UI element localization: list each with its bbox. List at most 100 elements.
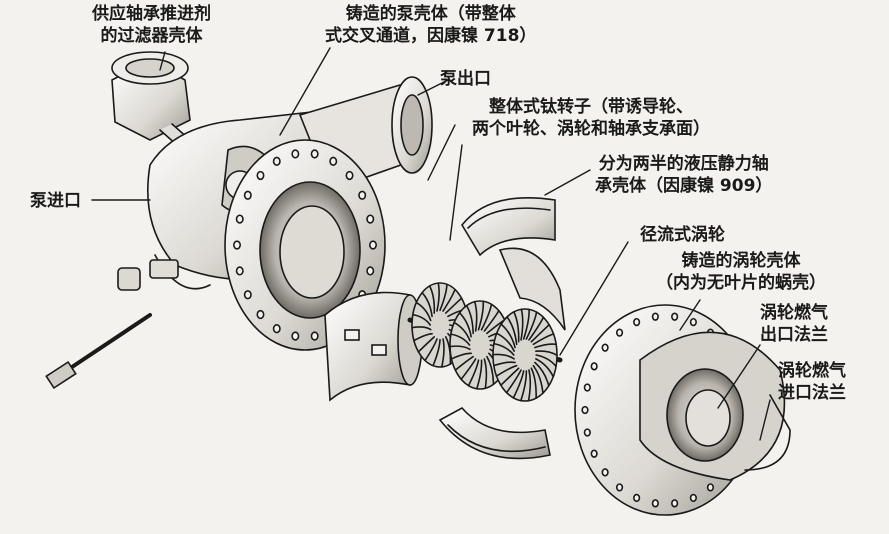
inducer-blade xyxy=(413,332,433,342)
label-gas-inlet-flange: 涡轮燃气 进口法兰 xyxy=(778,361,846,403)
impeller-blade xyxy=(483,358,488,390)
turbine-housing-part xyxy=(574,304,791,516)
turbine-wheel-blade xyxy=(512,370,525,399)
turbine-bolt-hole xyxy=(671,499,679,508)
turbine-wheel-blade xyxy=(513,311,520,343)
impeller-blade xyxy=(475,359,483,390)
inlet-fasteners xyxy=(45,259,179,390)
turbine-bolt-hole xyxy=(615,483,624,492)
turbine-wheel-blade xyxy=(493,342,515,356)
inducer-blade xyxy=(439,283,448,312)
titanium-rotor xyxy=(407,247,566,402)
flange-bolt-hole xyxy=(256,170,265,181)
turbine-bolt-hole xyxy=(633,493,641,503)
leader-lines xyxy=(91,47,771,441)
impeller-blade xyxy=(480,303,493,331)
inducer-blade xyxy=(412,313,431,326)
flange-bolt-hole xyxy=(291,331,300,341)
turbine-bolt-hole xyxy=(633,317,641,327)
turbine-wheel-blade xyxy=(530,323,550,343)
inducer-blade xyxy=(436,282,440,312)
flange-bolt-hole xyxy=(310,331,319,341)
label-titanium-rotor: 整体式钛转子（带诱导轮、 两个叶轮、涡轮和轴承支承面） xyxy=(472,97,710,139)
impeller-blade xyxy=(473,300,478,332)
turbine-wheel-blade xyxy=(532,333,555,346)
label-pump-inlet: 泵进口 xyxy=(30,191,81,211)
impeller-blade xyxy=(486,355,495,386)
impeller-blade xyxy=(454,355,474,371)
bearing-housing-lower xyxy=(438,406,551,460)
impeller-blade xyxy=(449,345,471,351)
turbine-bolt-hole xyxy=(689,493,697,503)
turbine-bolt-hole xyxy=(590,362,598,371)
turbine-wheel-blade xyxy=(534,361,550,387)
inducer-blade xyxy=(411,326,432,331)
turbine-wheel-blade xyxy=(532,364,544,394)
label-pump-outlet: 泵出口 xyxy=(440,69,491,89)
flange-bolt-hole xyxy=(310,149,319,159)
inducer-blade xyxy=(428,285,436,314)
turbine-wheel-blade xyxy=(522,308,530,340)
impeller-blade xyxy=(483,309,500,332)
turbine-wheel-blade xyxy=(495,332,515,352)
label-turbine-housing: 铸造的涡轮壳体 （内为无叶片的蜗壳） xyxy=(656,251,826,293)
flange-bolt-hole xyxy=(329,156,338,166)
turbine-wheel-blade xyxy=(535,358,555,378)
bearing-housing-upper xyxy=(461,197,556,257)
turbine-wheel-blade xyxy=(520,370,528,402)
pump-flange-part xyxy=(224,139,386,351)
flange-bolt-hole xyxy=(243,290,252,300)
turbine-wheel-blade xyxy=(530,367,537,399)
inducer-blade xyxy=(417,336,436,353)
turbine-wheel-blade xyxy=(527,369,532,402)
label-bearing-housing: 分为两半的液压静力轴 承壳体（因康镍 909） xyxy=(595,154,773,196)
impeller-blade xyxy=(453,321,471,342)
sleeve-segment xyxy=(324,291,423,402)
impeller-blade xyxy=(460,358,477,381)
turbine-wheel-blade xyxy=(506,316,518,346)
turbine-bolt-hole xyxy=(590,449,598,458)
turbine-bolt-hole xyxy=(689,317,697,327)
turbine-bolt-hole xyxy=(651,499,659,508)
impeller-blade xyxy=(458,311,472,338)
turbine-wheel-blade xyxy=(525,311,538,340)
impeller-blade xyxy=(465,304,474,335)
impeller-blade xyxy=(450,352,472,360)
impeller-blade xyxy=(450,333,471,346)
inducer-blade xyxy=(444,297,463,314)
turbine-wheel-blade xyxy=(505,369,522,394)
label-filter-housing: 供应轴承推进剂 的过滤器壳体 xyxy=(92,4,211,46)
turbine-bolt-hole xyxy=(671,312,679,321)
turbine-wheel-blade xyxy=(534,343,557,349)
inducer-blade xyxy=(421,291,433,318)
flange-bolt-hole xyxy=(235,214,244,224)
turbine-bolt-hole xyxy=(706,483,715,492)
turbine-bolt-hole xyxy=(601,468,609,477)
inducer-blade xyxy=(415,301,432,322)
inducer-blade xyxy=(432,338,441,367)
turbine-wheel-blade xyxy=(492,353,515,360)
turbine-bolt-hole xyxy=(583,428,591,437)
turbine-wheel-blade xyxy=(535,350,558,357)
turbine-wheel-blade xyxy=(500,367,520,387)
flange-bolt-hole xyxy=(243,190,252,200)
flange-bolt-hole xyxy=(272,156,281,166)
impeller-blade xyxy=(467,359,480,387)
flange-bolt-hole xyxy=(366,266,375,276)
label-radial-turbine: 径流式涡轮 xyxy=(640,225,725,245)
flange-bolt-hole xyxy=(272,324,281,334)
turbine-wheel-blade xyxy=(528,316,545,341)
turbine-wheel-blade xyxy=(535,354,557,368)
turbine-bolt-hole xyxy=(651,312,659,321)
flange-bolt-hole xyxy=(256,309,265,320)
turbine-wheel-blade xyxy=(520,308,524,341)
flange-bolt-hole xyxy=(358,190,367,200)
inducer-blade xyxy=(424,338,438,362)
inducer-blade xyxy=(442,288,456,312)
impeller-blade xyxy=(477,300,485,331)
turbine-bolt-hole xyxy=(615,328,624,337)
turbine-bolt-hole xyxy=(581,405,589,415)
inducer-blade xyxy=(440,338,445,368)
flange-bolt-hole xyxy=(366,214,375,224)
turbine-wheel-blade xyxy=(495,364,518,377)
